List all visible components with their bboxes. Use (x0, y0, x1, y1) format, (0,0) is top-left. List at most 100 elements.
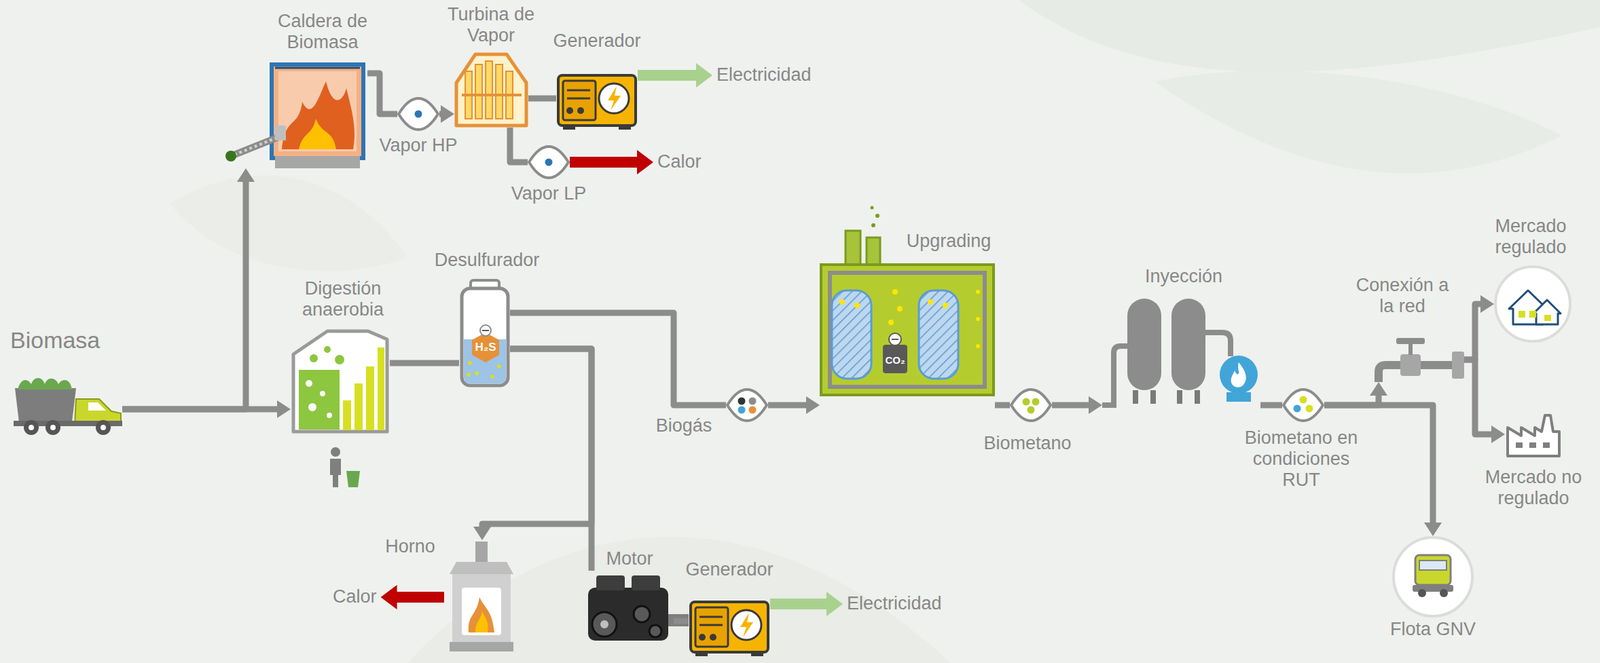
arrowhead (1491, 425, 1505, 444)
lens-outline (725, 387, 769, 424)
lens-outline (1282, 387, 1325, 424)
arrowhead (1369, 382, 1388, 396)
pipe-connector (673, 621, 689, 623)
node-label: Biogás (656, 415, 713, 437)
node-label: Horno (385, 536, 436, 558)
pipe-line (569, 156, 638, 168)
node-label: Inyección (1144, 266, 1223, 288)
vehicle-fleet: Flota GNV (1392, 536, 1474, 618)
pipe-line (1464, 359, 1493, 435)
arrowhead (237, 168, 255, 183)
generator: Generador (688, 596, 771, 659)
pipe-line (1051, 402, 1090, 409)
engine: Motor (581, 571, 674, 648)
lens-outline (1009, 387, 1052, 424)
pipe-connector (1324, 405, 1442, 537)
pipe-connector (1260, 405, 1283, 407)
node-label: Conexión a la red (1354, 275, 1450, 318)
grid-valve: Conexión a la red (1372, 336, 1465, 383)
arrowhead (1424, 522, 1442, 537)
arrowhead (473, 526, 492, 541)
industry-market: Mercado no regulado (1504, 413, 1562, 460)
pipe-connector (389, 363, 460, 365)
pipe-connector (528, 98, 557, 100)
lens-node: Biometano (1009, 387, 1052, 424)
pipe-connector (637, 63, 713, 88)
pipe-connector (994, 405, 1010, 407)
pipe-connector (122, 168, 255, 410)
arrowhead (440, 105, 455, 123)
node-label: Electricidad (846, 593, 942, 615)
pipe-line (510, 127, 528, 163)
pipe-line (482, 349, 592, 528)
pipe-line (396, 592, 445, 604)
arrowhead (277, 400, 291, 419)
lens-outline (397, 95, 440, 133)
pipe-line (994, 402, 1010, 409)
node-label: Flota GNV (1390, 619, 1476, 641)
chemical-label: CO₂ (884, 354, 905, 367)
pipe-line (367, 73, 398, 115)
output-label: Calor (328, 586, 381, 608)
desulfurizer: Desulfurador (459, 280, 511, 388)
biomass-truck: Biomasa (10, 377, 123, 435)
node-label: Desulfurador (434, 249, 540, 271)
generator: Generador (556, 71, 638, 130)
pipe-line (673, 618, 689, 625)
pipe-line (122, 406, 278, 413)
node-label: Biometano en condiciones RUT (1236, 427, 1366, 492)
arrowhead (806, 396, 820, 415)
boiler: Caldera de Biomasa (224, 61, 368, 169)
node-label: Vapor HP (378, 135, 458, 157)
pipe-line (1260, 402, 1283, 409)
pipe-connector (473, 349, 592, 541)
lens-node: Vapor HP (397, 95, 440, 133)
pipe-connector (510, 127, 528, 163)
arrowhead (1088, 396, 1103, 415)
node-label: Biometano (983, 433, 1071, 455)
pipe-line (1464, 304, 1482, 360)
output-label: Calor (653, 151, 706, 173)
chemical-label: H₂S (474, 340, 496, 355)
pipe-line (637, 69, 697, 81)
node-label: Electricidad (716, 64, 812, 86)
upgrading-plant: Upgrading (819, 219, 995, 411)
digester: Digestión anaerobia (290, 326, 390, 434)
node-label: Mercado regulado (1479, 215, 1582, 259)
pipe-connector (768, 396, 820, 415)
pipe-connector (367, 73, 398, 115)
lens-node: Biometano en condiciones RUT (1282, 387, 1325, 424)
pipe-connector (439, 105, 455, 123)
node-label: Vapor LP (511, 183, 587, 205)
pipe-connector (569, 150, 654, 175)
node-label: Caldera de Biomasa (264, 10, 381, 53)
furnace: Horno (444, 540, 516, 654)
arrowhead (826, 592, 843, 617)
node-label: Turbina de Vapor (436, 4, 546, 47)
pipe-line (768, 402, 807, 409)
node-label: Mercado no regulado (1479, 467, 1588, 510)
pipe-line (528, 95, 557, 102)
pipe-connector (510, 349, 592, 572)
lens-node: Biogás (725, 387, 769, 424)
pipe-connector (770, 592, 843, 617)
node-label: Generador (552, 30, 641, 52)
node-label: Upgrading (906, 230, 992, 252)
pipe-connector (122, 400, 291, 419)
pipe-line (510, 313, 726, 406)
lens-outline (527, 143, 570, 181)
node-label: Calor (332, 586, 377, 608)
pipe-line (510, 349, 592, 572)
output-label: Electricidad (842, 593, 947, 615)
pipe-connector (510, 313, 726, 406)
pipe-line (122, 181, 246, 410)
arrowhead (637, 150, 654, 175)
arrowhead (380, 585, 398, 610)
node-label: Calor (657, 151, 702, 173)
turbine: Turbina de Vapor (454, 50, 529, 128)
node-label: Digestión anaerobia (285, 278, 401, 321)
node-label: Biomasa (10, 327, 100, 354)
output-label: Electricidad (712, 64, 816, 86)
